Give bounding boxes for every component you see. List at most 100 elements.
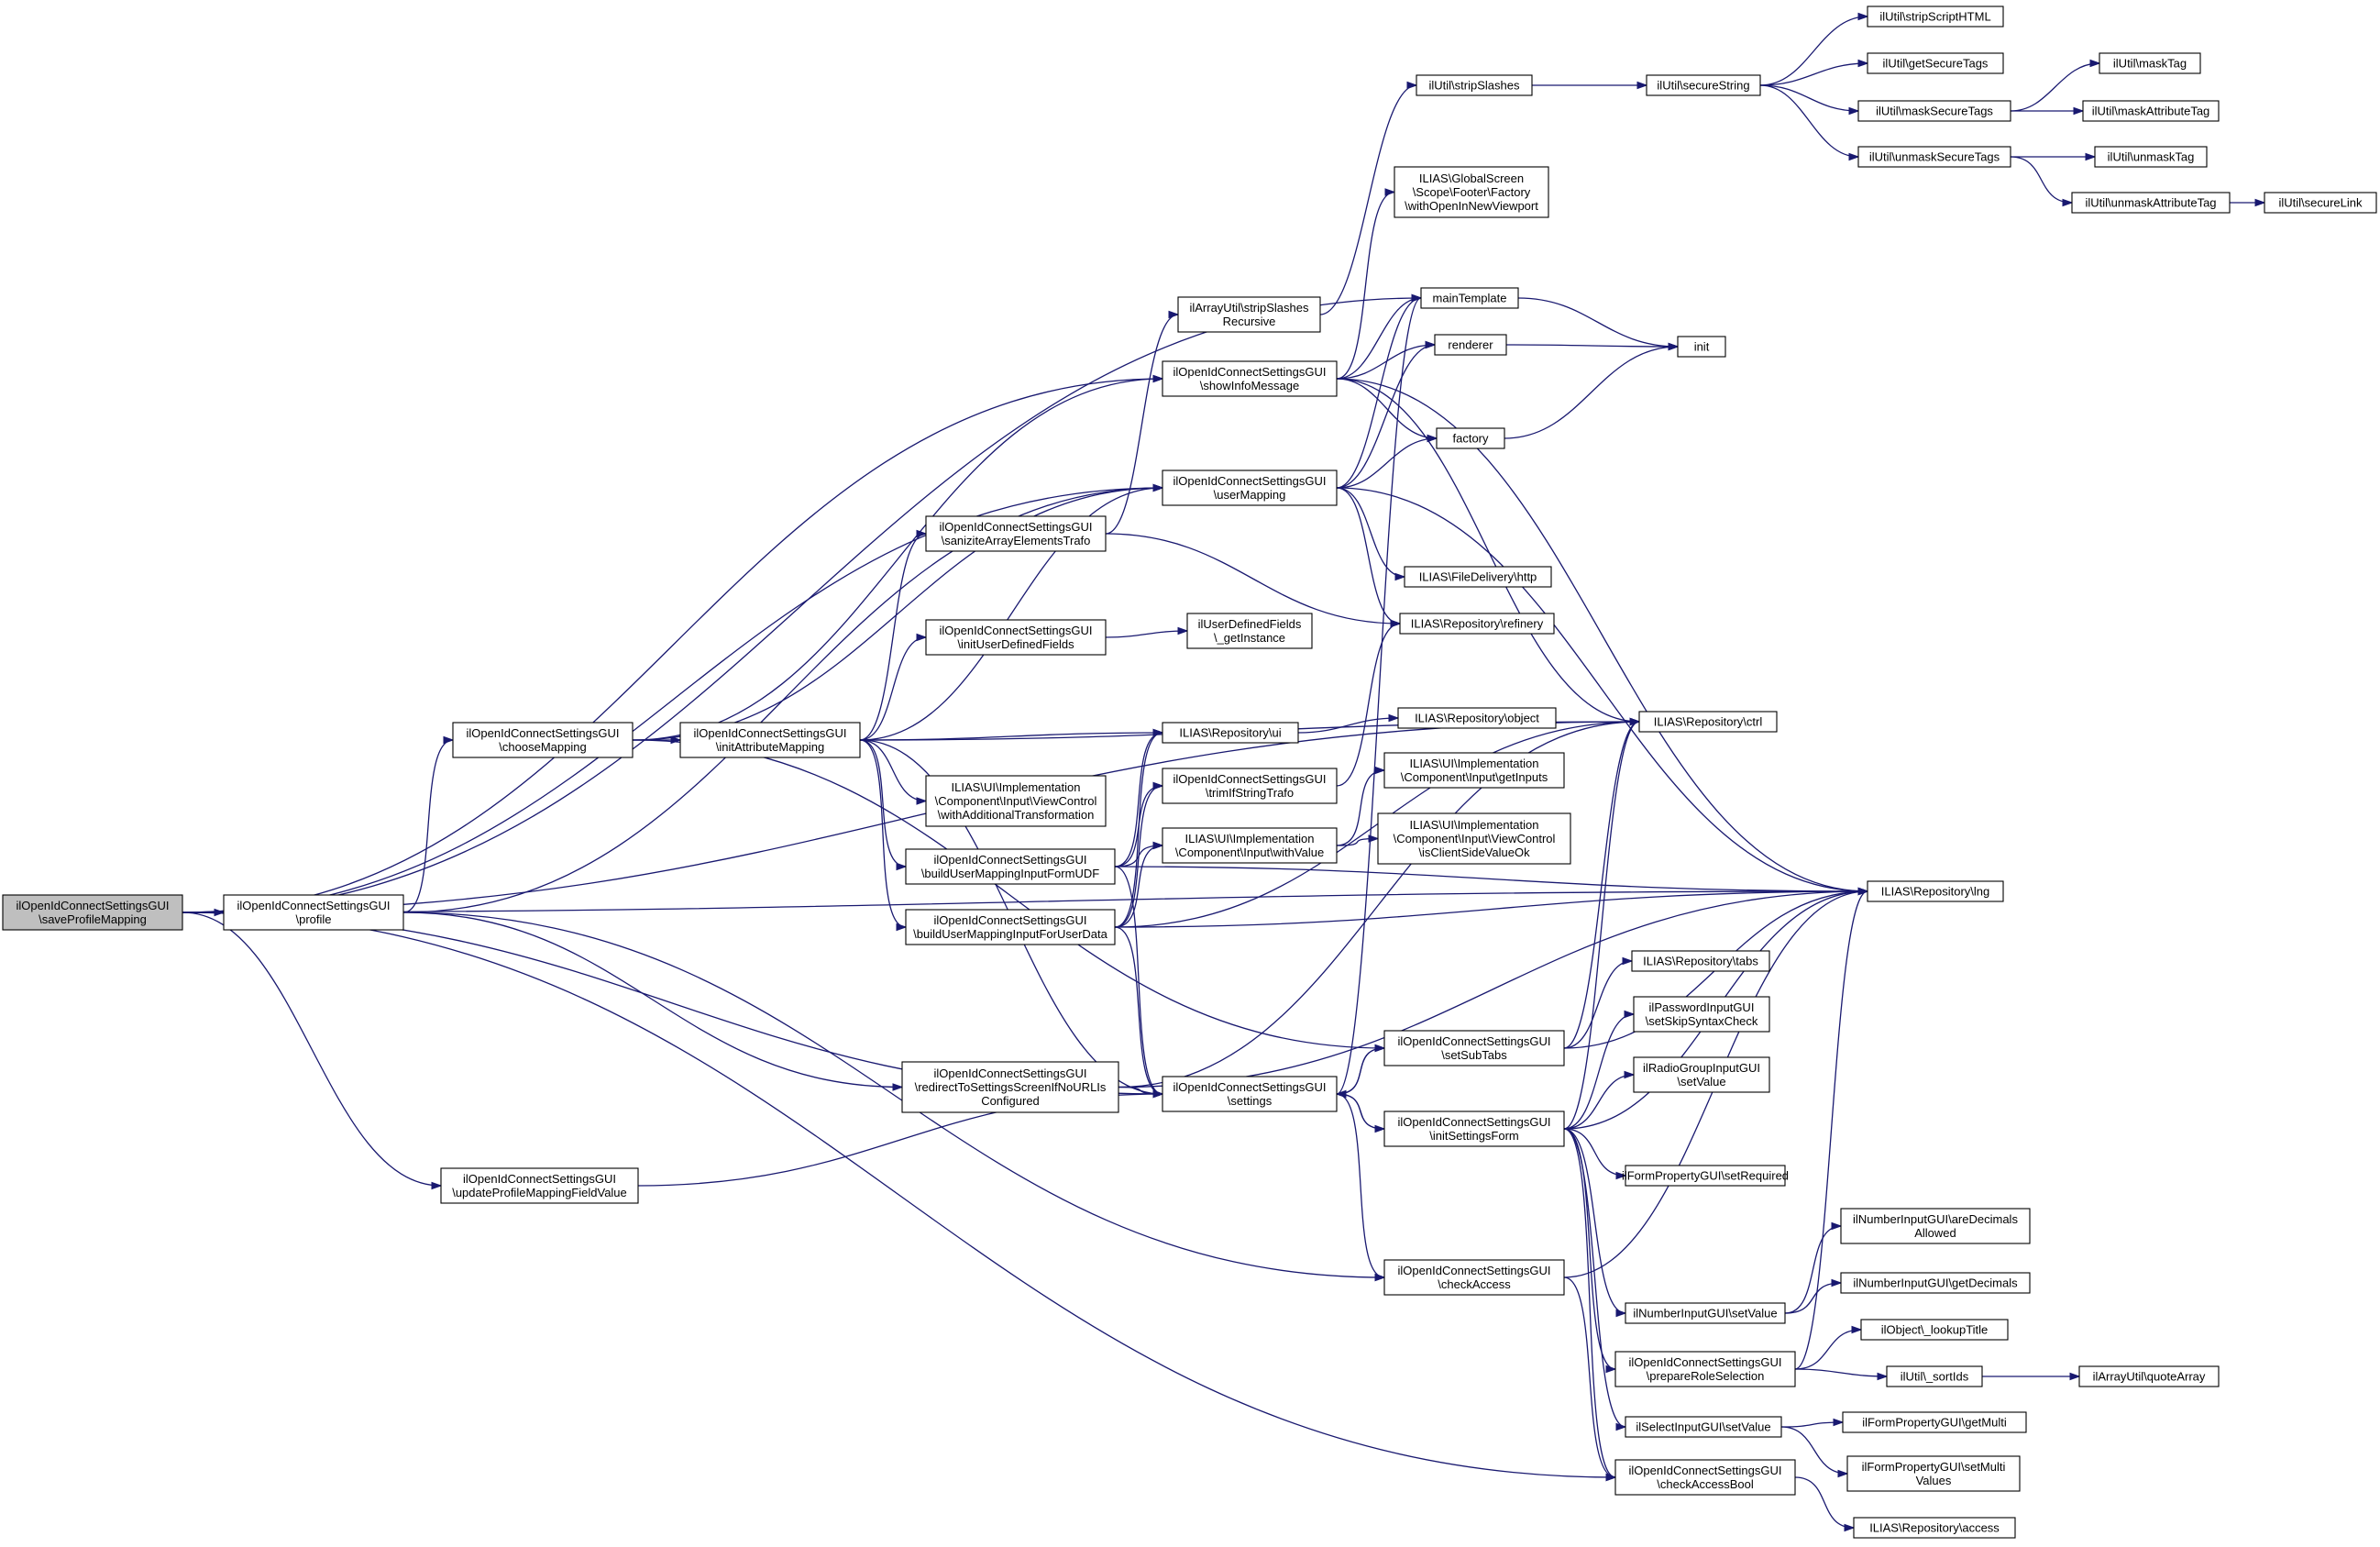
graph-node-updProfile[interactable]: ilOpenIdConnectSettingsGUI\updateProfile… bbox=[440, 1167, 639, 1204]
graph-node-setSubTabs[interactable]: ilOpenIdConnectSettingsGUI\setSubTabs bbox=[1383, 1030, 1565, 1066]
node-label: \buildUserMappingInputForUserData bbox=[913, 927, 1107, 941]
node-label: ilUtil\getSecureTags bbox=[1883, 57, 1989, 71]
graph-node-redirect[interactable]: ilOpenIdConnectSettingsGUI\redirectToSet… bbox=[901, 1061, 1119, 1113]
graph-node-stripSlashes[interactable]: ilUtil\stripSlashes bbox=[1416, 74, 1533, 96]
call-edge bbox=[1114, 785, 1163, 928]
graph-node-maskSecureTags[interactable]: ilUtil\maskSecureTags bbox=[1857, 100, 2011, 122]
graph-node-unmaskAttrTag[interactable]: ilUtil\unmaskAttributeTag bbox=[2071, 192, 2231, 214]
node-label: ilSelectInputGUI\setValue bbox=[1636, 1420, 1770, 1434]
node-label: \withOpenInNewViewport bbox=[1405, 199, 1538, 213]
graph-node-repoCtrl[interactable]: ILIAS\Repository\ctrl bbox=[1638, 711, 1778, 733]
graph-node-checkAccess[interactable]: ilOpenIdConnectSettingsGUI\checkAccess bbox=[1383, 1259, 1565, 1296]
node-label: ilNumberInputGUI\setValue bbox=[1633, 1307, 1777, 1320]
graph-node-renderer[interactable]: renderer bbox=[1434, 334, 1507, 356]
graph-node-formSetReq[interactable]: ilFormPropertyGUI\setRequired bbox=[1622, 1165, 1789, 1187]
call-edge bbox=[182, 378, 1163, 913]
node-label: ilUtil\_sortIds bbox=[1901, 1370, 1969, 1384]
graph-node-initAttr[interactable]: ilOpenIdConnectSettingsGUI\initAttribute… bbox=[679, 722, 861, 758]
graph-node-buildUserData[interactable]: ilOpenIdConnectSettingsGUI\buildUserMapp… bbox=[905, 909, 1116, 945]
node-label: ilOpenIdConnectSettingsGUI bbox=[934, 1066, 1087, 1080]
graph-node-refinery[interactable]: ILIAS\Repository\refinery bbox=[1399, 613, 1555, 635]
graph-node-udfGetInst[interactable]: ilUserDefinedFields\_getInstance bbox=[1186, 613, 1313, 649]
call-edge bbox=[1759, 84, 1859, 112]
call-edge bbox=[1336, 1093, 1385, 1130]
node-box bbox=[1853, 1517, 2016, 1539]
graph-node-buildUDF[interactable]: ilOpenIdConnectSettingsGUI\buildUserMapp… bbox=[905, 848, 1116, 885]
graph-node-save[interactable]: ilOpenIdConnectSettingsGUI\saveProfileMa… bbox=[2, 894, 183, 931]
graph-node-repoAccess[interactable]: ILIAS\Repository\access bbox=[1853, 1517, 2016, 1539]
node-label: ILIAS\UI\Implementation bbox=[1185, 832, 1315, 845]
graph-node-repoUi[interactable]: ILIAS\Repository\ui bbox=[1162, 722, 1299, 744]
graph-node-getMulti[interactable]: ilFormPropertyGUI\getMulti bbox=[1842, 1411, 2027, 1433]
call-edge bbox=[1780, 1426, 1848, 1475]
node-label: \Scope\Footer\Factory bbox=[1413, 185, 1531, 199]
graph-node-prepRole[interactable]: ilOpenIdConnectSettingsGUI\prepareRoleSe… bbox=[1614, 1351, 1796, 1387]
graph-node-repoObject[interactable]: ILIAS\Repository\object bbox=[1397, 707, 1557, 729]
graph-node-settings[interactable]: ilOpenIdConnectSettingsGUI\settings bbox=[1162, 1076, 1338, 1112]
graph-node-withOpenNew[interactable]: ILIAS\GlobalScreen\Scope\Footer\Factory\… bbox=[1394, 166, 1549, 218]
arrowhead bbox=[1152, 841, 1164, 850]
node-label: ILIAS\GlobalScreen bbox=[1419, 171, 1524, 185]
graph-node-maskTag[interactable]: ilUtil\maskTag bbox=[2099, 52, 2201, 74]
graph-node-mainTemplate[interactable]: mainTemplate bbox=[1420, 287, 1519, 309]
call-edge bbox=[1336, 1047, 1385, 1095]
graph-node-selSetValue[interactable]: ilSelectInputGUI\setValue bbox=[1625, 1416, 1782, 1438]
graph-node-init[interactable]: init bbox=[1677, 336, 1726, 358]
graph-node-checkAccessBool[interactable]: ilOpenIdConnectSettingsGUI\checkAccessBo… bbox=[1614, 1459, 1796, 1496]
graph-node-getInputs[interactable]: ILIAS\UI\Implementation\Component\Input\… bbox=[1383, 752, 1565, 789]
call-edge bbox=[1114, 890, 1868, 928]
arrowhead bbox=[1844, 1523, 1856, 1532]
arrowhead bbox=[1368, 834, 1380, 843]
graph-node-secureLink[interactable]: ilUtil\secureLink bbox=[2264, 192, 2377, 214]
call-edge bbox=[1563, 1128, 1626, 1177]
call-edge bbox=[1336, 1093, 1385, 1278]
graph-node-radioSetValue[interactable]: ilRadioGroupInputGUI\setValue bbox=[1633, 1056, 1770, 1093]
graph-node-maskAttrTag[interactable]: ilUtil\maskAttributeTag bbox=[2082, 100, 2220, 122]
graph-node-trimIf[interactable]: ilOpenIdConnectSettingsGUI\trimIfStringT… bbox=[1162, 768, 1338, 804]
node-label: \redirectToSettingsScreenIfNoURLIs bbox=[915, 1080, 1107, 1094]
graph-node-initSettingsForm[interactable]: ilOpenIdConnectSettingsGUI\initSettingsF… bbox=[1383, 1111, 1565, 1147]
graph-node-withAddTrans[interactable]: ILIAS\UI\Implementation\Component\Input\… bbox=[925, 775, 1107, 827]
graph-node-chooseMapping[interactable]: ilOpenIdConnectSettingsGUI\chooseMapping bbox=[452, 722, 634, 758]
call-edge bbox=[1114, 926, 1163, 1095]
arrowhead bbox=[2069, 1372, 2081, 1381]
node-label: Configured bbox=[981, 1094, 1040, 1108]
graph-node-repoTabs[interactable]: ILIAS\Repository\tabs bbox=[1631, 950, 1770, 972]
arrowhead bbox=[1877, 1372, 1889, 1381]
graph-node-getDecimals[interactable]: ilNumberInputGUI\getDecimals bbox=[1840, 1272, 2031, 1294]
graph-node-showInfo[interactable]: ilOpenIdConnectSettingsGUI\showInfoMessa… bbox=[1162, 360, 1338, 397]
graph-node-lookupTitle[interactable]: ilObject\_lookupTitle bbox=[1860, 1319, 2009, 1341]
node-label: ilUtil\maskTag bbox=[2113, 57, 2187, 71]
graph-node-factory[interactable]: factory bbox=[1436, 427, 1505, 449]
graph-node-sanitize[interactable]: ilOpenIdConnectSettingsGUI\saniziteArray… bbox=[925, 515, 1107, 552]
node-box bbox=[1625, 1302, 1786, 1324]
graph-node-initUDF[interactable]: ilOpenIdConnectSettingsGUI\initUserDefin… bbox=[925, 619, 1107, 656]
call-edge bbox=[1336, 487, 1405, 578]
graph-node-quoteArray[interactable]: ilArrayUtil\quoteArray bbox=[2078, 1365, 2220, 1387]
graph-node-sortIds[interactable]: ilUtil\_sortIds bbox=[1886, 1365, 1983, 1387]
call-edge bbox=[1336, 297, 1422, 1095]
graph-node-userMapping[interactable]: ilOpenIdConnectSettingsGUI\userMapping bbox=[1162, 470, 1338, 506]
graph-node-stripScript[interactable]: ilUtil\stripScriptHTML bbox=[1867, 6, 2004, 28]
graph-node-getSecureTags[interactable]: ilUtil\getSecureTags bbox=[1867, 52, 2004, 74]
graph-node-fileDelivery[interactable]: ILIAS\FileDelivery\http bbox=[1404, 566, 1552, 588]
graph-node-withValue[interactable]: ILIAS\UI\Implementation\Component\Input\… bbox=[1162, 827, 1338, 864]
graph-node-unmaskSecureTags[interactable]: ilUtil\unmaskSecureTags bbox=[1857, 146, 2011, 168]
call-edge bbox=[1505, 344, 1679, 348]
graph-node-secureString[interactable]: ilUtil\secureString bbox=[1646, 74, 1761, 96]
call-edge bbox=[1105, 314, 1179, 535]
call-edge bbox=[1336, 769, 1385, 846]
graph-node-profile[interactable]: ilOpenIdConnectSettingsGUI\profile bbox=[223, 894, 404, 931]
graph-node-unmaskTag[interactable]: ilUtil\unmaskTag bbox=[2094, 146, 2208, 168]
arrowhead bbox=[1857, 12, 1869, 21]
node-label: ILIAS\Repository\refinery bbox=[1411, 617, 1544, 631]
graph-node-repoLng[interactable]: ILIAS\Repository\lng bbox=[1867, 880, 2004, 902]
call-edge bbox=[859, 487, 1163, 741]
call-edge bbox=[182, 890, 1868, 913]
graph-node-isClientSide[interactable]: ILIAS\UI\Implementation\Component\Input\… bbox=[1377, 812, 1571, 865]
graph-node-pwdSkip[interactable]: ilPasswordInputGUI\setSkipSyntaxCheck bbox=[1633, 996, 1770, 1033]
graph-node-numSetValue[interactable]: ilNumberInputGUI\setValue bbox=[1625, 1302, 1786, 1324]
